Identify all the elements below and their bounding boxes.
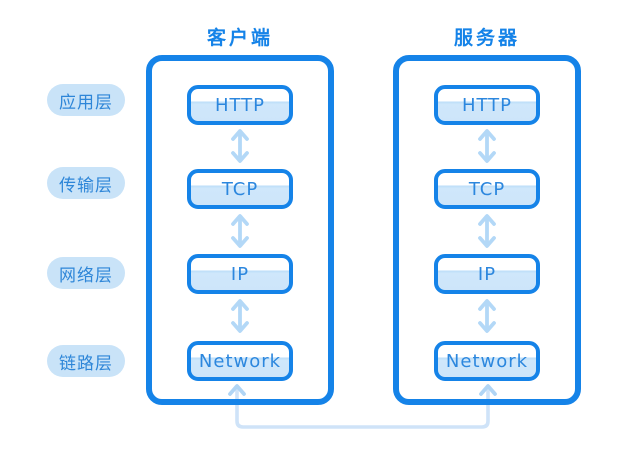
client-box-tcp-label: TCP [221,178,259,200]
client-title: 客户端 [206,27,273,49]
double-arrow-icon [231,129,249,163]
client-box-ip-label: IP [230,263,250,285]
double-arrow-icon [478,214,496,248]
double-arrow-icon [478,129,496,163]
server-title: 服务器 [453,27,520,49]
server-box-tcp-label: TCP [468,178,506,200]
layer-label-link: 链路层 [47,345,125,377]
server-box-ip-label: IP [477,263,497,285]
server-box-http-label: HTTP [461,94,513,116]
server-box-network: Network [434,341,540,381]
server-panel: HTTP TCP IP Network [393,55,581,405]
double-arrow-icon [231,299,249,333]
server-box-ip: IP [434,254,540,294]
layer-label-network: 网络层 [47,257,125,289]
client-box-http-label: HTTP [214,94,266,116]
client-box-network: Network [187,341,293,381]
double-arrow-icon [231,214,249,248]
network-link-connector-icon [228,384,497,429]
client-box-network-label: Network [198,350,282,372]
client-box-http: HTTP [187,85,293,125]
client-box-tcp: TCP [187,169,293,209]
client-box-ip: IP [187,254,293,294]
layer-label-transport: 传输层 [47,167,125,199]
server-box-tcp: TCP [434,169,540,209]
layer-label-application: 应用层 [47,84,125,116]
server-box-network-label: Network [445,350,529,372]
server-box-http: HTTP [434,85,540,125]
double-arrow-icon [478,299,496,333]
client-panel: HTTP TCP IP Network [146,55,334,405]
